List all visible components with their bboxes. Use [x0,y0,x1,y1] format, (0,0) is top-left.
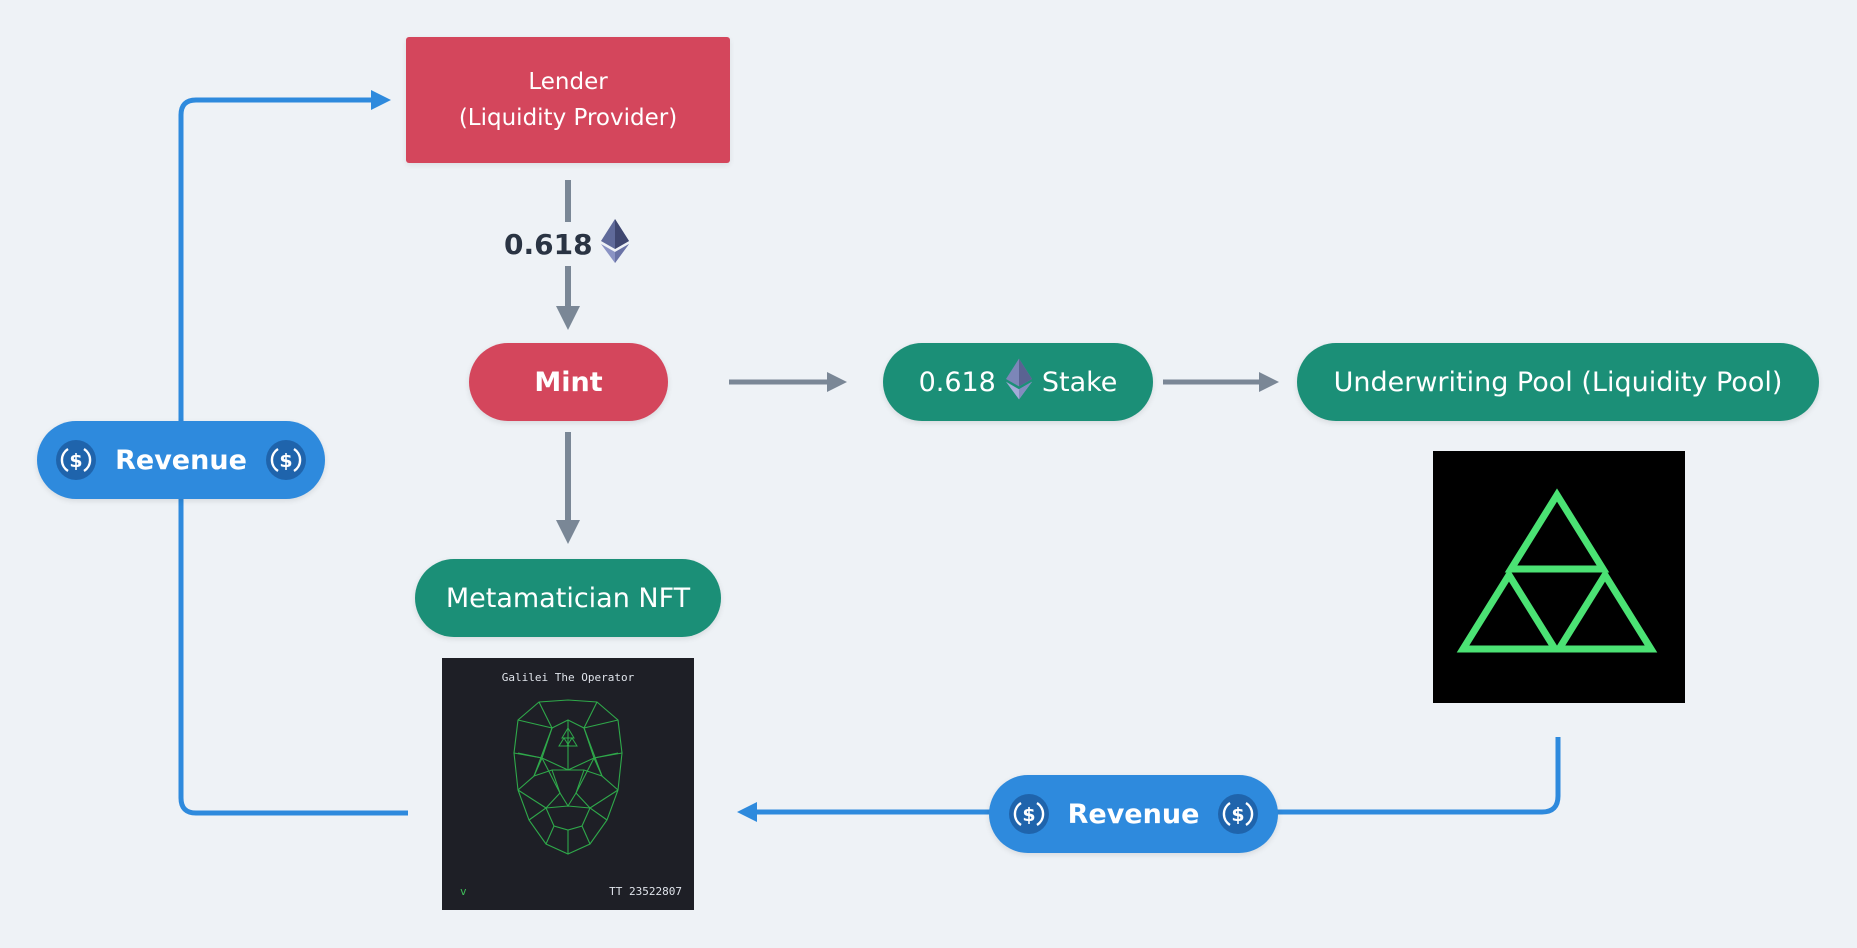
revenue-badge-left: $ Revenue $ [37,421,325,499]
transfer-amount-label: 0.618 [500,218,633,266]
lender-subtitle: (Liquidity Provider) [458,105,678,131]
stake-label: Stake [1041,366,1118,398]
svg-text:$: $ [69,450,82,472]
mint-node: Mint [469,343,668,421]
ethereum-icon [600,218,629,270]
underwriting-pool-node: Underwriting Pool (Liquidity Pool) [1297,343,1819,421]
nft-card-id: ΤΤ 23522807 [609,885,682,898]
metamatician-nft-node: Metamatician NFT [415,559,721,637]
revenue-left-label: Revenue [115,444,247,476]
wireframe-face-illustration [513,699,623,855]
usd-coin-icon: $ [1217,793,1259,835]
svg-text:$: $ [279,450,292,472]
nft-card-title: Galilei The Operator [501,671,635,684]
stake-amount: 0.618 [918,366,996,398]
mint-label: Mint [534,366,603,398]
nft-artwork-card: Galilei The Operator [442,658,694,910]
lender-title: Lender [528,69,608,95]
usd-coin-icon: $ [1008,793,1050,835]
transfer-amount-value: 0.618 [504,227,593,261]
pool-label: Underwriting Pool (Liquidity Pool) [1333,366,1783,398]
arrow-pool-revenue-to-nft [737,737,1561,822]
triangle-logo-icon [1456,488,1658,653]
revenue-bottom-label: Revenue [1067,798,1200,830]
pool-logo-tile [1433,451,1685,703]
svg-text:$: $ [1232,804,1245,826]
usd-coin-icon: $ [265,439,307,481]
svg-text:$: $ [1022,804,1035,826]
revenue-badge-bottom: $ Revenue $ [989,775,1278,853]
nft-label: Metamatician NFT [445,582,691,614]
ethereum-icon [1005,358,1032,407]
lender-node: Lender (Liquidity Provider) [406,37,730,163]
stake-node: 0.618 Stake [883,343,1153,421]
usd-coin-icon: $ [55,439,97,481]
nft-card-mark: v [460,885,467,898]
